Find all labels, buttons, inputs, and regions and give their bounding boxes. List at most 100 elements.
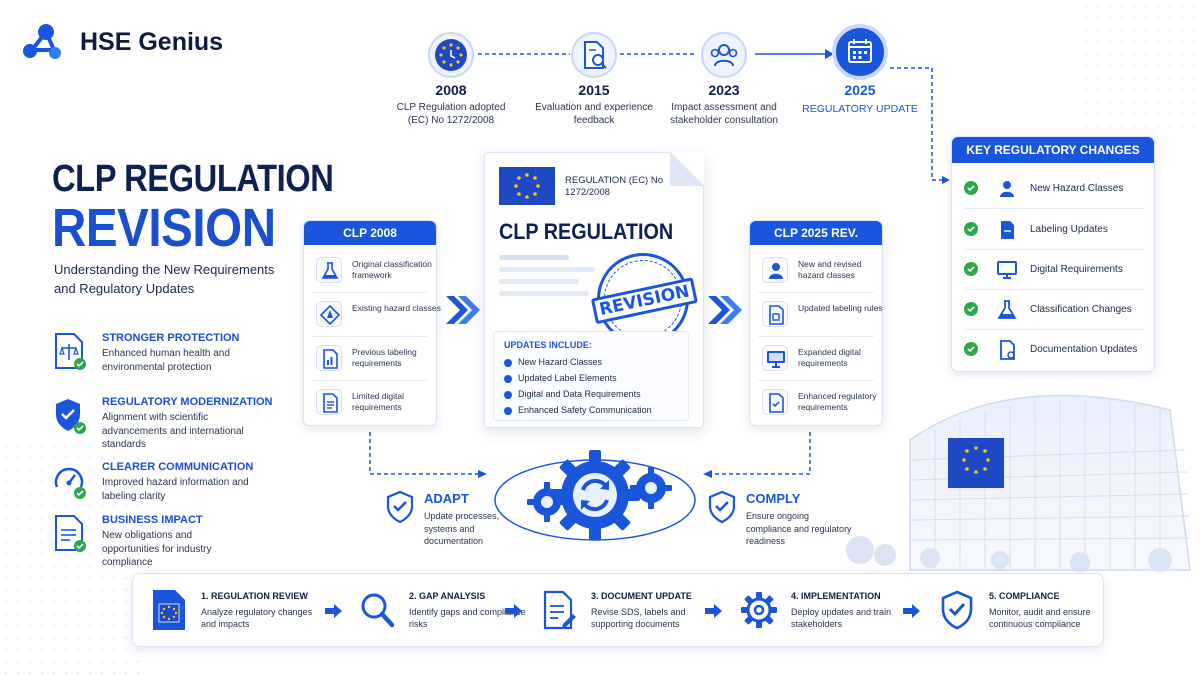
person-icon	[1000, 181, 1014, 197]
timeline-year: 2025	[844, 82, 876, 98]
green-check-icon	[964, 342, 978, 356]
process-steps-bar: 1. REGULATION REVIEW Analyze regulatory …	[132, 573, 1104, 647]
item-text: Limited digital requirements	[352, 391, 404, 412]
list-item: New Hazard Classes	[964, 169, 1144, 209]
magnifier-icon	[361, 593, 395, 628]
benefit-text: Alignment with scientific advancements a…	[102, 412, 244, 450]
green-check-icon	[964, 222, 978, 236]
list-item: Classification Changes	[964, 290, 1144, 330]
list-item: Original classification framework	[312, 249, 432, 293]
document-edit-icon	[543, 590, 576, 630]
list-item: Expanded digital requirements	[758, 337, 874, 381]
page-title-line2: REVISION	[52, 198, 276, 258]
benefit-text: Improved hazard information and labeling…	[102, 477, 249, 502]
clp-2025-card: CLP 2025 REV. New and revised hazard cla…	[749, 220, 883, 426]
updates-heading: UPDATES INCLUDE:	[504, 340, 592, 350]
item-text: Previous labeling requirements	[352, 347, 417, 368]
check-icon	[504, 406, 512, 415]
list-item: Updated labeling rules	[758, 293, 883, 337]
benefit-stronger-protection: STRONGER PROTECTION Enhanced human healt…	[52, 332, 292, 396]
document-search-icon	[1000, 340, 1015, 360]
timeline-year: 2008	[435, 82, 467, 98]
process-step-document-update: 3. DOCUMENT UPDATE Revise SDS, labels an…	[531, 574, 711, 648]
clp-regulation-document: REGULATION (EC) No 1272/2008 CLP REGULAT…	[484, 152, 704, 428]
shield-check-icon	[708, 490, 736, 524]
update-item: Digital and Data Requirements	[504, 389, 641, 399]
document-title: CLP REGULATION	[499, 219, 674, 244]
check-icon	[504, 374, 512, 383]
step-text: Analyze regulatory changes and impacts	[201, 607, 313, 629]
shield-check-icon	[56, 399, 86, 434]
green-check-icon	[964, 302, 978, 316]
step-heading: 1. REGULATION REVIEW	[201, 591, 308, 601]
monitor-icon	[997, 261, 1017, 279]
list-item: Labeling Updates	[964, 210, 1144, 250]
update-item: Enhanced Safety Communication	[504, 405, 652, 415]
adapt-text: Update processes, systems and documentat…	[424, 511, 500, 546]
timeline-text: REGULATORY UPDATE	[802, 103, 918, 115]
scales-document-icon	[55, 333, 86, 370]
chevron-arrow-right-icon	[708, 296, 742, 324]
dot-pattern-right	[1080, 0, 1200, 130]
benefit-text: New obligations and opportunities for in…	[102, 530, 212, 568]
process-step-compliance: 5. COMPLIANCE Monitor, audit and ensure …	[929, 574, 1101, 648]
check-icon	[504, 390, 512, 399]
step-text: Revise SDS, labels and supporting docume…	[591, 607, 686, 629]
card-title: CLP 2025 REV.	[750, 221, 882, 245]
key-regulatory-changes-card: KEY REGULATORY CHANGES New Hazard Classe…	[951, 136, 1155, 372]
green-check-icon	[964, 181, 978, 195]
benefit-heading: REGULATORY MODERNIZATION	[102, 396, 273, 408]
text-line-placeholder	[499, 255, 569, 260]
benefit-clearer-communication: CLEARER COMMUNICATION Improved hazard in…	[52, 461, 292, 525]
benefit-text: Enhanced human health and environmental …	[102, 348, 230, 373]
green-check-icon	[964, 262, 978, 276]
arrow-right-icon	[705, 604, 722, 618]
timeline-text: Evaluation and experience feedback	[535, 102, 653, 126]
timeline-connectors	[478, 49, 950, 184]
eu-stars-icon	[435, 39, 467, 71]
gears-refresh-icon	[527, 450, 672, 540]
item-text: Digital Requirements	[1030, 264, 1123, 275]
timeline-node-2008	[428, 32, 474, 78]
chevron-arrow-right-icon	[446, 296, 480, 324]
step-text: Monitor, audit and ensure continuous com…	[989, 607, 1091, 629]
card-title: CLP 2008	[304, 221, 436, 245]
step-heading: 2. GAP ANALYSIS	[409, 591, 486, 601]
item-text: Original classification framework	[352, 259, 432, 280]
step-heading: 3. DOCUMENT UPDATE	[591, 591, 692, 601]
item-text: Labeling Updates	[1030, 224, 1108, 235]
eu-building-illustration	[846, 394, 1191, 572]
label-document-icon	[1001, 221, 1014, 239]
text-line-placeholder	[499, 279, 579, 284]
shield-check-icon	[941, 590, 973, 630]
benefit-business-impact: BUSINESS IMPACT New obligations and oppo…	[52, 514, 292, 578]
list-item: New and revised hazard classes	[758, 249, 874, 293]
step-heading: 5. COMPLIANCE	[989, 591, 1060, 601]
arrow-right-icon	[325, 604, 342, 618]
gauge-icon	[54, 467, 86, 499]
benefit-heading: CLEARER COMMUNICATION	[102, 461, 254, 473]
comply-heading: COMPLY	[746, 491, 801, 506]
list-item: Limited digital requirements	[312, 381, 428, 425]
brand-name: HSE Genius	[80, 28, 224, 56]
process-step-gap-analysis: 2. GAP ANALYSIS Identify gaps and compli…	[349, 574, 526, 648]
item-text: Enhanced regulatory requirements	[798, 391, 877, 412]
item-text: New and revised hazard classes	[798, 259, 862, 280]
flask-icon	[997, 300, 1017, 319]
step-text: Identify gaps and compliance risks	[409, 607, 526, 629]
item-text: New Hazard Classes	[1030, 183, 1124, 194]
bar-chart-document-icon	[316, 345, 342, 371]
timeline-text: CLP Regulation adopted (EC) No 1272/2008	[396, 102, 506, 126]
flask-icon	[316, 257, 342, 283]
update-item: New Hazard Classes	[504, 357, 602, 367]
check-icon	[504, 358, 512, 367]
comply-text: Ensure ongoing compliance and regulatory…	[746, 511, 852, 546]
gear-icon	[741, 592, 777, 628]
list-item: Digital Requirements	[964, 250, 1144, 290]
timeline-year: 2015	[578, 82, 610, 98]
eu-document-icon	[153, 590, 185, 630]
calendar-icon	[848, 39, 872, 63]
document-icon	[55, 515, 86, 552]
eu-flag-icon	[499, 167, 555, 205]
arrow-right-icon	[505, 604, 522, 618]
